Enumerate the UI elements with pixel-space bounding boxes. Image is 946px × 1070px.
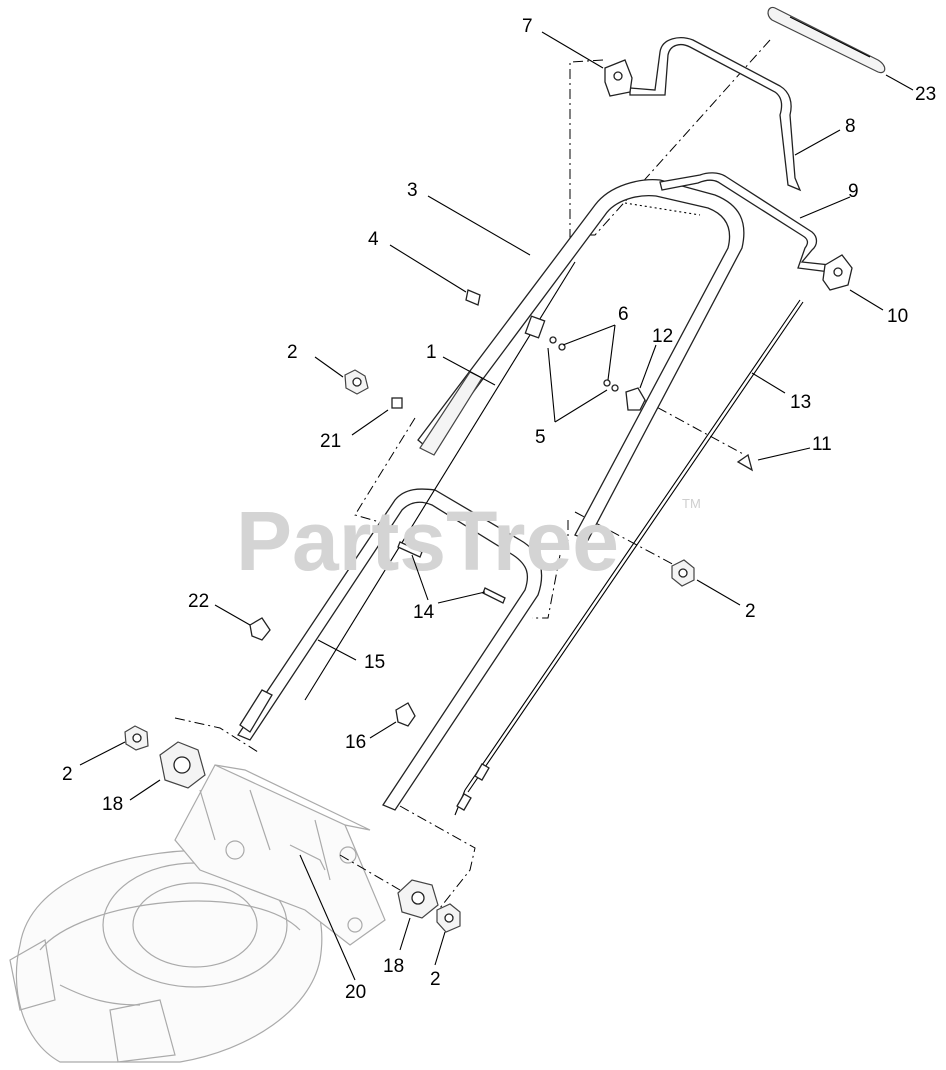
callout-7: 7 [522,16,533,37]
callout-8: 8 [845,116,856,137]
cable-bracket-10 [822,254,853,291]
callout-2: 2 [287,342,298,363]
callout-2: 2 [62,764,73,785]
handle-grip [767,6,886,74]
cable-clip-1 [419,371,483,456]
callout-3: 3 [407,180,418,201]
small-hardware [465,289,754,472]
control-bail-8 [629,37,802,192]
callout-15: 15 [364,652,385,673]
callout-10: 10 [887,306,908,327]
knob-2-lower-left [124,725,149,751]
callout-14: 14 [413,602,435,623]
callout-18: 18 [102,794,123,815]
callout-21: 21 [320,431,341,452]
callout-numbers: 7 23 8 3 9 4 10 6 12 2 1 13 21 5 11 22 2… [62,16,936,1003]
callout-2: 2 [745,601,756,622]
bail-bracket-7 [604,59,633,97]
callout-13: 13 [790,392,811,413]
knob-2-lower-right [436,903,461,933]
callout-12: 12 [652,326,673,347]
assembly-center-lines [174,39,771,909]
knob-2-left [344,369,369,395]
rear-axle-housing [174,764,386,946]
callout-23: 23 [915,84,936,105]
control-cable [454,299,804,816]
upper-handle [417,179,745,541]
height-bracket-18-right [397,879,439,919]
callout-1: 1 [426,342,437,363]
height-bracket-18-left [159,741,206,789]
callout-2: 2 [430,969,441,990]
watermark: PartsTree TM [236,494,701,588]
callout-18: 18 [383,956,404,977]
bolt-14 [397,541,506,604]
lower-handle [237,488,543,811]
callout-4: 4 [368,229,379,250]
handle-bushing-22 [249,617,271,641]
svg-text:TM: TM [682,496,701,511]
callout-16: 16 [345,732,366,753]
callout-6: 6 [618,304,629,325]
callout-22: 22 [188,591,209,612]
clip-21 [391,397,403,409]
callout-11: 11 [812,434,832,455]
callout-9: 9 [848,181,859,202]
leader-lines [79,31,914,981]
callout-20: 20 [345,982,366,1003]
mower-deck [9,849,323,1063]
callout-5: 5 [535,427,546,448]
knob-2-right [671,559,695,587]
handle-bushing-16 [395,702,416,727]
svg-text:PartsTree: PartsTree [236,494,619,588]
